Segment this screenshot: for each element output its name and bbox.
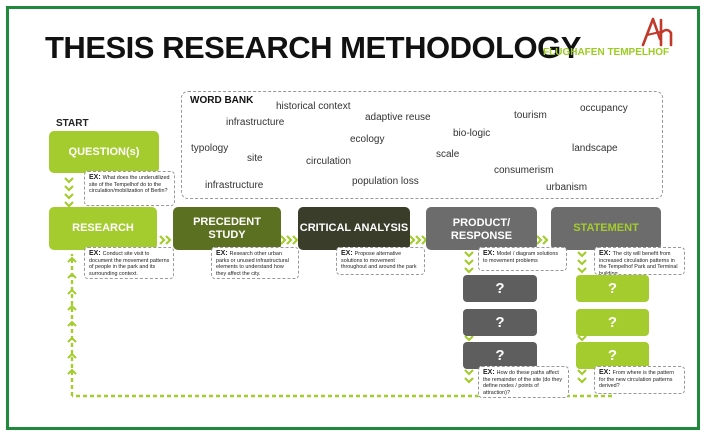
ex-label: EX: [599,250,611,257]
word-bank-word: consumerism [494,165,554,176]
example-text: What does the underutilized site of the … [89,175,170,195]
step-statement: STATEMENT [551,207,661,250]
feedback-loop [70,254,612,398]
step-research: RESEARCH [49,207,157,250]
feedback-loop-chevrons [67,256,77,375]
arrow-product-down [464,251,474,384]
page-title: THESIS RESEARCH METHODOLOGY [45,30,581,65]
example-precedent: EX:Research other urban parks or unused … [211,247,299,279]
ex-label: EX: [341,250,353,257]
statement-question-box: ? [576,309,649,336]
ex-label: EX: [599,369,611,376]
word-bank-word: infrastructure [205,180,264,191]
example-critical: EX:Propose alternative solutions to move… [336,247,425,275]
word-bank-word: typology [191,143,229,154]
product-question-box: ? [463,342,537,369]
statement-question-box: ? [576,342,649,369]
example-product-bottom: EX:How do these paths affect the remaind… [478,366,569,398]
example-research: EX:Conduct site visit to document the mo… [84,247,174,279]
word-bank-word: urbanism [546,182,588,193]
ex-label: EX: [216,250,228,257]
example-text: Propose alternative solutions to movemen… [341,251,417,271]
word-bank-word: occupancy [580,103,628,114]
arrow-product-statement [536,235,549,245]
start-label: START [56,118,89,129]
example-text: Conduct site visit to document the movem… [89,251,170,277]
statement-question-box: ? [576,275,649,302]
word-bank-word: population loss [352,176,419,187]
example-text: Research other urban parks or unused inf… [216,251,289,277]
arrow-precedent-critical [280,235,299,245]
word-bank-word: ecology [350,134,385,145]
word-bank-word: scale [436,149,460,160]
example-text: How do these paths affect the remainder … [483,370,563,396]
word-bank-word: site [247,153,263,164]
step-product-response: PRODUCT/ RESPONSE [426,207,537,250]
word-bank-box [181,91,663,199]
ex-label: EX: [483,369,495,376]
ex-label: EX: [89,174,101,181]
border-frame [6,6,700,430]
example-text: The city will benefit from increased cir… [599,251,678,275]
arrow-statement-down [577,251,587,384]
word-bank-word: landscape [572,143,618,154]
ex-label: EX: [483,250,495,257]
page-subtitle: FLUGHAFEN TEMPELHOF [543,47,670,58]
word-bank-word: tourism [514,110,547,121]
word-bank-word: historical context [276,101,351,112]
logo-icon [641,17,673,47]
arrow-critical-product [409,235,428,245]
example-text: Model / diagram solutions to movement pr… [483,251,559,264]
ex-label: EX: [89,250,101,257]
arrow-research-precedent [159,235,172,245]
word-bank-word: infrastructure [226,117,285,128]
step-question: QUESTION(s) [49,131,159,173]
word-bank-title: WORD BANK [190,95,254,106]
word-bank-word: adaptive reuse [365,112,431,123]
product-question-box: ? [463,309,537,336]
step-critical-analysis: CRITICAL ANALYSIS [298,207,410,250]
step-precedent-study: PRECEDENT STUDY [173,207,281,250]
example-statement-bottom: EX:From where is the pattern for the new… [594,366,685,394]
word-bank-word: circulation [306,156,352,167]
example-text: From where is the pattern for the new ci… [599,370,675,390]
word-bank-word: bio-logic [453,128,491,139]
example-statement: EX:The city will benefit from increased … [594,247,685,275]
arrow-question-research [64,177,74,208]
example-question: EX:What does the underutilized site of t… [84,171,175,206]
example-product: EX:Model / diagram solutions to movement… [478,247,567,271]
product-question-box: ? [463,275,537,302]
